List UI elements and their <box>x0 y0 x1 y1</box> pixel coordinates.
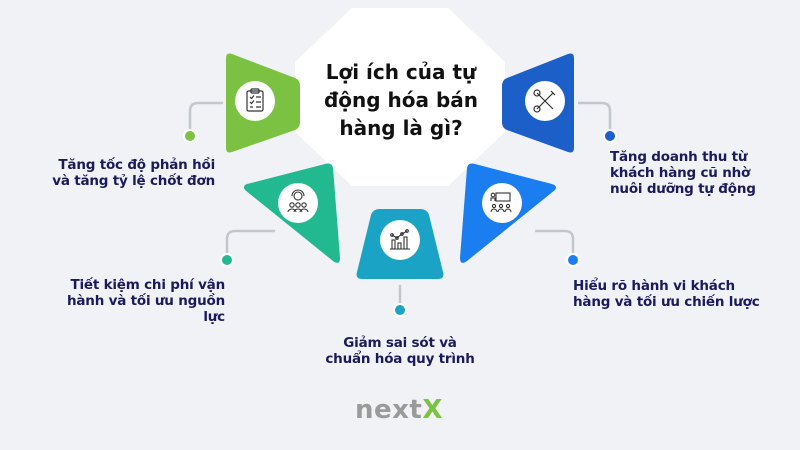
benefit-label-response-speed: Tăng tốc độ phản hồi và tăng tỷ lệ chốt … <box>40 157 215 189</box>
tools-wrench-screwdriver-icon <box>533 89 556 113</box>
label-line: khách hàng cũ nhờ <box>610 165 751 181</box>
label-line: Tăng tốc độ phản hồi <box>58 157 215 173</box>
center-octagon <box>295 8 505 186</box>
logo-text: next <box>355 395 423 425</box>
label-line: Tăng doanh thu từ <box>610 149 748 165</box>
logo-x: X <box>422 395 443 425</box>
benefit-label-customer-insight: Hiểu rõ hành vi khách hàng và tối ưu chi… <box>573 278 773 310</box>
presentation-audience-icon <box>490 192 512 213</box>
bar-chart-icon <box>390 229 410 250</box>
label-line: chuẩn hóa quy trình <box>325 351 475 367</box>
label-line: hàng và tối ưu chiến lược <box>573 294 760 310</box>
label-line: Tiết kiệm chi phí vận <box>70 277 225 293</box>
team-gear-icon <box>287 189 309 213</box>
nextx-logo: nextX <box>355 395 443 425</box>
title-line: động hóa bán <box>323 88 479 112</box>
title-line: hàng là gì? <box>339 116 463 140</box>
page-title: Lợi ích của tự động hóa bán hàng là gì? <box>318 58 484 142</box>
benefit-label-revenue: Tăng doanh thu từ khách hàng cũ nhờ nuôi… <box>610 149 790 197</box>
label-line: Giảm sai sót và <box>343 335 457 351</box>
clipboard-checklist-icon <box>246 88 264 112</box>
label-line: nuôi dưỡng tự động <box>610 181 756 197</box>
title-line: Lợi ích của tự <box>325 60 477 84</box>
benefit-label-cost-saving: Tiết kiệm chi phí vận hành và tối ưu ngu… <box>45 277 225 325</box>
label-line: Hiểu rõ hành vi khách <box>573 278 735 294</box>
benefit-label-reduce-errors: Giảm sai sót và chuẩn hóa quy trình <box>310 335 490 367</box>
connector-dots <box>183 129 617 317</box>
label-line: và tăng tỷ lệ chốt đơn <box>52 173 215 189</box>
label-line: hành và tối ưu nguồn lực <box>66 293 225 325</box>
